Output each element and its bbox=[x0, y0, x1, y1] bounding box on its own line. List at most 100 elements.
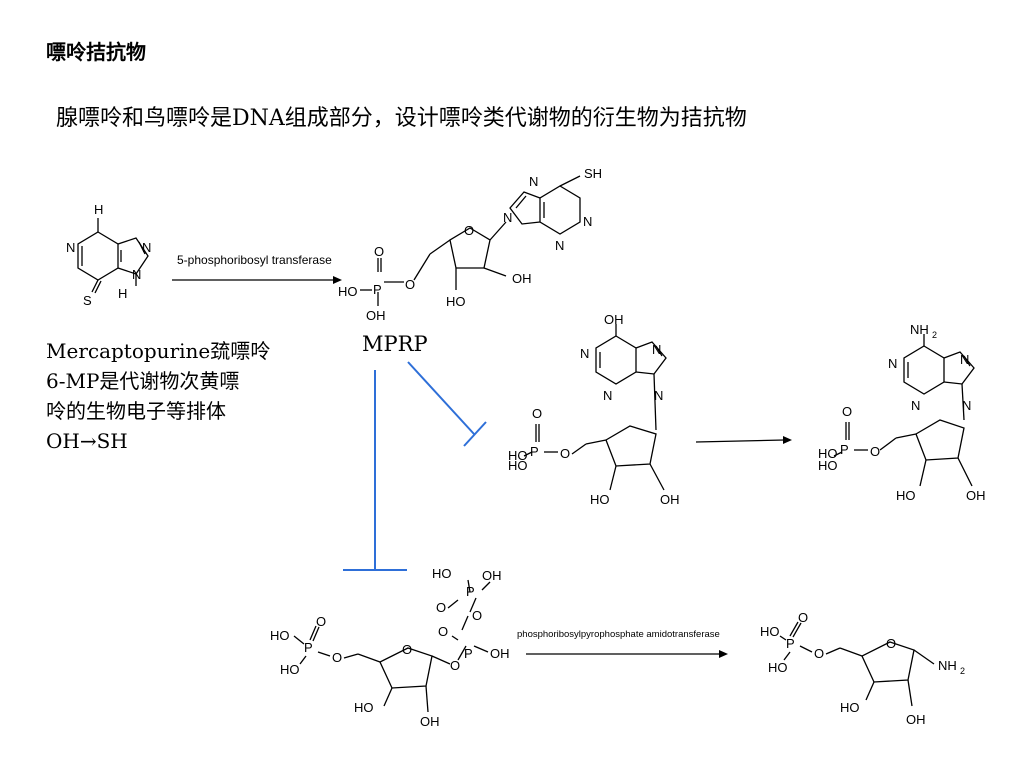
ribose-ring bbox=[861, 641, 915, 683]
atom-n: N bbox=[132, 267, 141, 282]
atom-o: O bbox=[436, 600, 446, 615]
atom-ho: HO bbox=[760, 624, 780, 639]
atom-p: P bbox=[373, 282, 382, 297]
atom-ho: HO bbox=[590, 492, 610, 507]
atom-o: O bbox=[405, 277, 415, 292]
atom-nh2: NH bbox=[938, 658, 957, 673]
imp-structure: OH N N N N O P O HO HO HO OH bbox=[508, 312, 680, 507]
atom-ho: HO bbox=[354, 700, 374, 715]
atom-n: N bbox=[962, 398, 971, 413]
atom-oh: OH bbox=[420, 714, 440, 729]
atom-nh2: NH bbox=[910, 322, 929, 337]
ribose-ring bbox=[449, 227, 491, 269]
atom-o: O bbox=[870, 444, 880, 459]
amp-structure: NH 2 N N N N O P O HO HO HO bbox=[818, 322, 986, 503]
atom-oh: OH bbox=[366, 308, 386, 323]
atom-n: N bbox=[580, 346, 589, 361]
atom-oh: OH bbox=[512, 271, 532, 286]
atom-n: N bbox=[503, 210, 512, 225]
atom-h: H bbox=[94, 202, 103, 217]
atom-ho: HO bbox=[270, 628, 290, 643]
atom-s: S bbox=[83, 293, 92, 308]
atom-sh: SH bbox=[584, 166, 602, 181]
mprp-structure: N SH N N N O OH HO O P bbox=[338, 166, 602, 323]
atom-o: O bbox=[798, 610, 808, 625]
pra-structure: HO O P O HO O NH 2 HO OH bbox=[760, 610, 965, 727]
atom-p: P bbox=[530, 444, 539, 459]
inhibition-marker-vertical bbox=[343, 370, 407, 571]
slide-title: 嘌呤拮抗物 bbox=[46, 40, 146, 64]
atom-oh: OH bbox=[490, 646, 510, 661]
atom-o: O bbox=[472, 608, 482, 623]
ribose-ring bbox=[915, 419, 965, 461]
imidazole-ring bbox=[117, 237, 149, 275]
atom-oh: OH bbox=[604, 312, 624, 327]
atom-n: N bbox=[142, 240, 151, 255]
note-line-1: Mercaptopurine巯嘌呤 bbox=[46, 339, 271, 363]
mercaptopurine-structure: H N N N H S bbox=[66, 202, 151, 308]
atom-n: N bbox=[555, 238, 564, 253]
enzyme-label-2: phosphoribosylpyrophosphate amidotransfe… bbox=[517, 629, 720, 640]
note-line-4: OH→SH bbox=[46, 429, 128, 453]
purine-six-ring bbox=[539, 185, 581, 235]
mprp-label: MPRP bbox=[362, 332, 428, 356]
atom-o: O bbox=[332, 650, 342, 665]
atom-ho: HO bbox=[338, 284, 358, 299]
inhibition-marker-diagonal bbox=[407, 361, 487, 447]
atom-n: N bbox=[583, 214, 592, 229]
atom-o: O bbox=[886, 636, 896, 651]
atom-n: N bbox=[529, 174, 538, 189]
atom-p: P bbox=[464, 646, 473, 661]
atom-p: P bbox=[840, 442, 849, 457]
atom-n: N bbox=[960, 352, 969, 367]
slide-subtitle: 腺嘌呤和鸟嘌呤是DNA组成部分，设计嘌呤类代谢物的衍生物为拮抗物 bbox=[56, 106, 747, 131]
atom-o: O bbox=[814, 646, 824, 661]
pyrimidine-ring bbox=[77, 231, 119, 281]
prpp-structure: HO O P O HO O O HO OH P O OH O P O HO OH bbox=[270, 566, 510, 729]
reaction-arrow-3 bbox=[526, 650, 728, 658]
atom-p: P bbox=[466, 584, 475, 599]
atom-o: O bbox=[450, 658, 460, 673]
atom-ho: HO bbox=[432, 566, 452, 581]
purine-five-ring bbox=[943, 351, 975, 385]
atom-h: H bbox=[118, 286, 127, 301]
atom-oh: OH bbox=[482, 568, 502, 583]
atom-subscript: 2 bbox=[960, 666, 965, 676]
note-line-2: 6-MP是代谢物次黄嘌 bbox=[46, 369, 240, 393]
atom-ho: HO bbox=[818, 446, 838, 461]
atom-n: N bbox=[652, 342, 661, 357]
purine-six-ring bbox=[903, 345, 945, 395]
atom-ho: HO bbox=[446, 294, 466, 309]
atom-ho: HO bbox=[280, 662, 300, 677]
atom-subscript: 2 bbox=[932, 330, 937, 340]
note-line-3: 呤的生物电子等排体 bbox=[46, 399, 226, 423]
purine-five-ring bbox=[509, 191, 541, 225]
atom-n: N bbox=[654, 388, 663, 403]
atom-ho: HO bbox=[508, 448, 528, 463]
ribose-ring bbox=[379, 647, 433, 689]
atom-o: O bbox=[316, 614, 326, 629]
atom-o: O bbox=[532, 406, 542, 421]
atom-ho: HO bbox=[508, 458, 528, 473]
atom-p: P bbox=[304, 640, 313, 655]
atom-ho: HO bbox=[840, 700, 860, 715]
atom-n: N bbox=[603, 388, 612, 403]
atom-ho: HO bbox=[768, 660, 788, 675]
enzyme-label-1: 5-phosphoribosyl transferase bbox=[177, 253, 332, 267]
reaction-arrow-1 bbox=[172, 276, 342, 284]
atom-o: O bbox=[402, 642, 412, 657]
atom-oh: OH bbox=[966, 488, 986, 503]
atom-oh: OH bbox=[906, 712, 926, 727]
purine-five-ring bbox=[635, 341, 667, 375]
atom-ho: HO bbox=[818, 458, 838, 473]
atom-oh: OH bbox=[660, 492, 680, 507]
atom-ho: HO bbox=[896, 488, 916, 503]
atom-p: P bbox=[786, 636, 795, 651]
atom-n: N bbox=[888, 356, 897, 371]
atom-n: N bbox=[66, 240, 75, 255]
atom-o: O bbox=[374, 244, 384, 259]
reaction-arrow-2 bbox=[695, 436, 792, 444]
atom-o: O bbox=[842, 404, 852, 419]
